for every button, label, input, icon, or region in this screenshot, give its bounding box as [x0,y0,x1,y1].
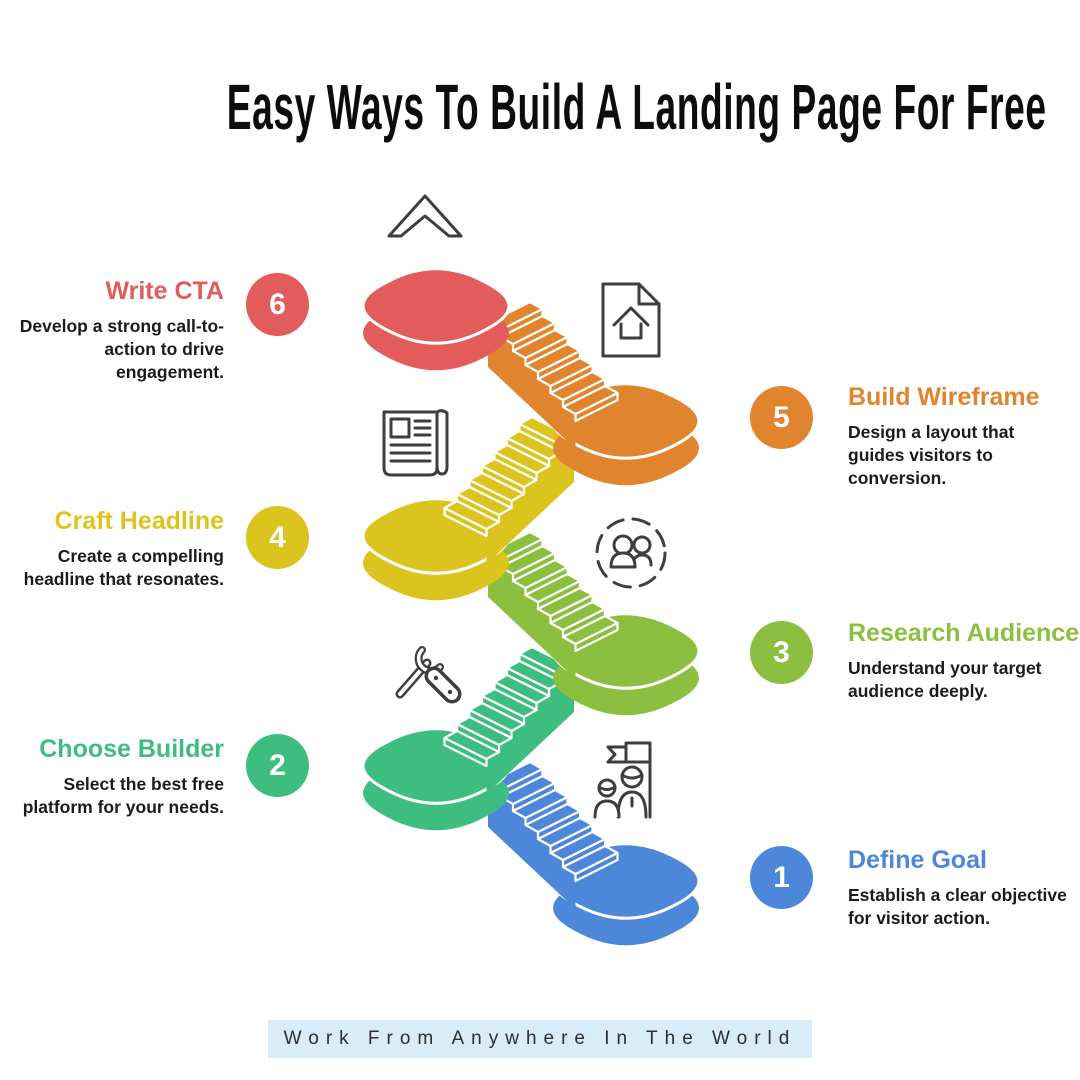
staircase-artwork [361,267,701,946]
step-description: Create a compelling headline that resona… [23,546,224,589]
step-description: Develop a strong call-to- action to driv… [19,316,224,382]
step-entry-write-cta: Write CTA Develop a strong call-to- acti… [0,277,224,383]
step-title: Research Audience [848,619,1080,647]
footer-tagline: Work From Anywhere In The World [267,1020,813,1058]
step-description: Design a layout that guides visitors to … [848,422,1015,488]
step-number-6: 6 [246,273,309,336]
step-description: Establish a clear objective for visitor … [848,885,1067,928]
newspaper-icon [382,409,449,477]
step-number-3: 3 [750,621,813,684]
landing-page-document-icon [601,282,661,358]
audience-circle-icon [595,517,667,589]
step-entry-choose-builder: Choose Builder Select the best free plat… [0,735,224,819]
step-entry-define-goal: Define Goal Establish a clear objective … [848,846,1080,930]
step-entry-build-wireframe: Build Wireframe Design a layout that gui… [848,383,1080,489]
step-entry-craft-headline: Craft Headline Create a compelling headl… [0,507,224,591]
step-description: Select the best free platform for your n… [22,774,224,817]
step-entry-research-audience: Research Audience Understand your target… [848,619,1080,703]
step-number-2: 2 [246,734,309,797]
page-title: Easy Ways To Build A Landing Page For Fr… [226,71,1047,143]
step-description: Understand your target audience deeply. [848,658,1042,701]
step-title: Choose Builder [39,735,224,763]
chevron-up-icon [387,194,463,238]
step-title: Craft Headline [54,507,224,535]
step-title: Build Wireframe [848,383,1040,411]
goal-flag-icon [593,741,652,819]
footer: Work From Anywhere In The World [0,1020,1080,1058]
step-number-1: 1 [750,846,813,909]
tools-icon [395,646,462,704]
step-title: Write CTA [105,277,224,305]
step-title: Define Goal [848,846,987,874]
step-number-5: 5 [750,386,813,449]
step-number-4: 4 [246,506,309,569]
